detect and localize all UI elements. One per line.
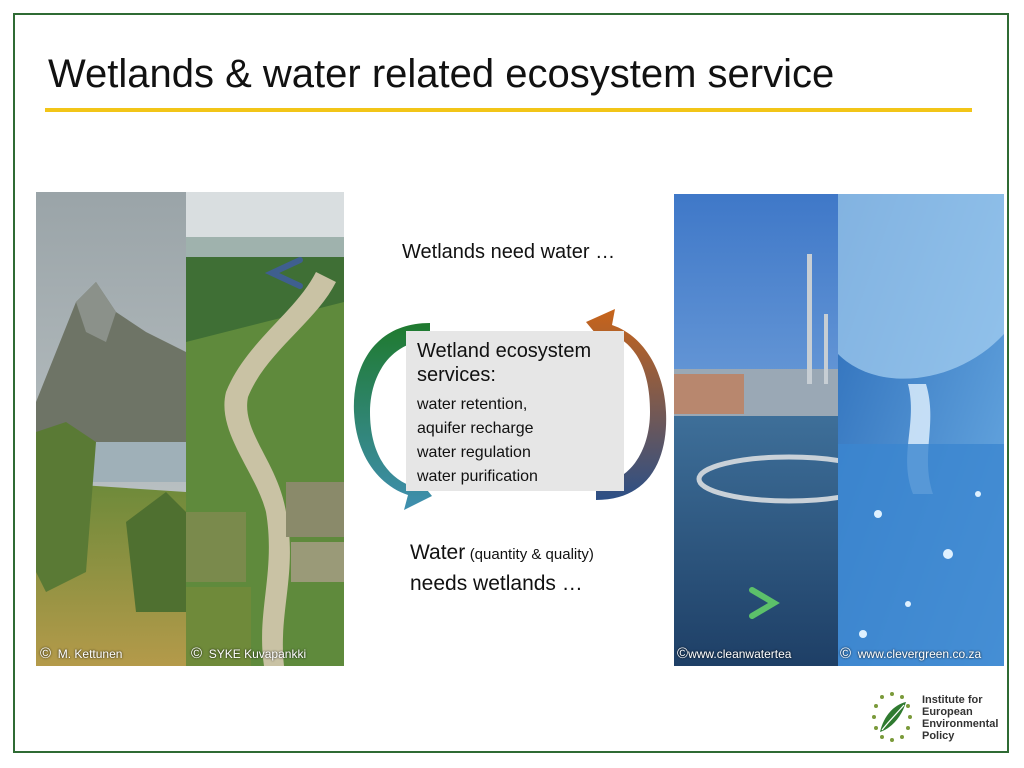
- ecosystem-services-list: water retention, aquifer recharge water …: [417, 393, 538, 489]
- cycle-arrow-right: [586, 309, 667, 500]
- list-item: water purification: [417, 468, 538, 485]
- label-water: Water: [410, 541, 466, 564]
- photo-credit-2: © SYKE Kuvapankki: [191, 645, 307, 662]
- ecosystem-services-heading: Wetland ecosystem services:: [417, 340, 592, 386]
- title-underline: [45, 108, 972, 112]
- label-quantity-quality: (quantity & quality): [469, 546, 594, 563]
- arrow-top-head: [264, 257, 303, 289]
- slide-title: Wetlands & water related ecosystem servi…: [48, 52, 835, 96]
- photo-credit-4: © www.clevergreen.co.za: [840, 645, 982, 662]
- cycle-arrow-left: [353, 323, 432, 510]
- arrow-bottom-head: [749, 587, 780, 619]
- logo-line: Institute for: [922, 694, 983, 706]
- photo-river-aerial: [186, 192, 344, 666]
- ecosystem-services-box: Wetland ecosystem services: water retent…: [406, 331, 624, 491]
- label-needs-wetlands: needs wetlands …: [410, 572, 583, 595]
- list-item: water regulation: [417, 444, 531, 461]
- logo-line: European: [922, 706, 973, 718]
- photo-credit-1: © M. Kettunen: [40, 645, 123, 662]
- slide-frame: [13, 13, 1009, 753]
- logo-line: Environmental: [922, 718, 999, 730]
- label-water-quantity-quality: Water (quantity & quality): [410, 541, 594, 565]
- label-wetlands-need-water: Wetlands need water …: [402, 241, 616, 263]
- logo-line: Policy: [922, 730, 955, 742]
- list-item: water retention,: [417, 396, 528, 413]
- ieep-logo-text: Institute for European Environmental Pol…: [922, 694, 998, 742]
- photo-credit-3: ©www.cleanwatertea: [677, 645, 792, 662]
- photo-water-glass: [838, 194, 1004, 666]
- ieep-logo: [872, 692, 912, 742]
- photo-mountain-landscape: [36, 192, 186, 666]
- list-item: aquifer recharge: [417, 420, 534, 437]
